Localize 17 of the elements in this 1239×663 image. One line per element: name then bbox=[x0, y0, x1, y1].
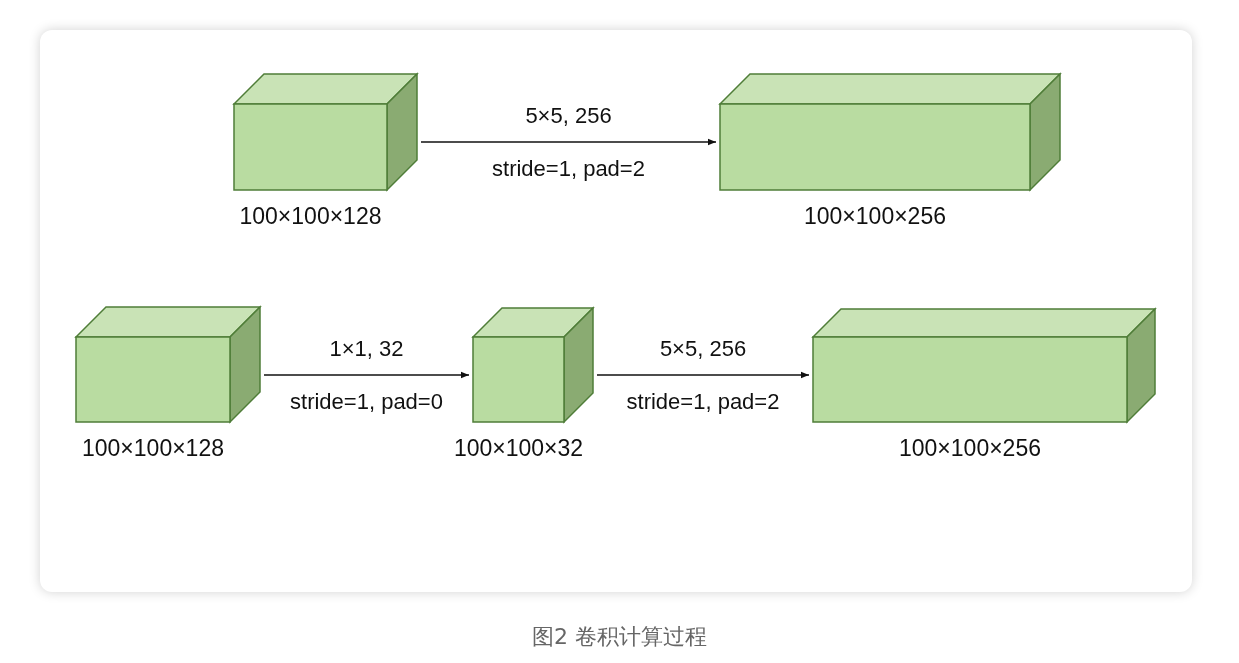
figure-caption: 图2 卷积计算过程 bbox=[531, 623, 708, 651]
edge-label: 1×1, 32 stride=1, pad=0 bbox=[290, 335, 443, 416]
cuboid-block bbox=[76, 307, 260, 422]
dimension-text: 100×100×128 bbox=[239, 203, 382, 230]
arrow bbox=[596, 371, 810, 379]
dimension-text: 100×100×256 bbox=[899, 435, 1041, 462]
dimension-text: 100×100×128 bbox=[82, 435, 224, 462]
cuboid-block bbox=[720, 74, 1060, 190]
cuboid-block bbox=[234, 74, 417, 190]
arrow bbox=[420, 138, 717, 146]
arrow bbox=[263, 371, 470, 379]
cuboid-block bbox=[813, 309, 1155, 422]
cuboid-block bbox=[473, 308, 593, 422]
dimension-text: 100×100×32 bbox=[453, 435, 584, 462]
edge-label: 5×5, 256 stride=1, pad=2 bbox=[626, 335, 780, 416]
edge-label: 5×5, 256 stride=1, pad=2 bbox=[492, 102, 645, 183]
dimension-text: 100×100×256 bbox=[804, 203, 946, 230]
